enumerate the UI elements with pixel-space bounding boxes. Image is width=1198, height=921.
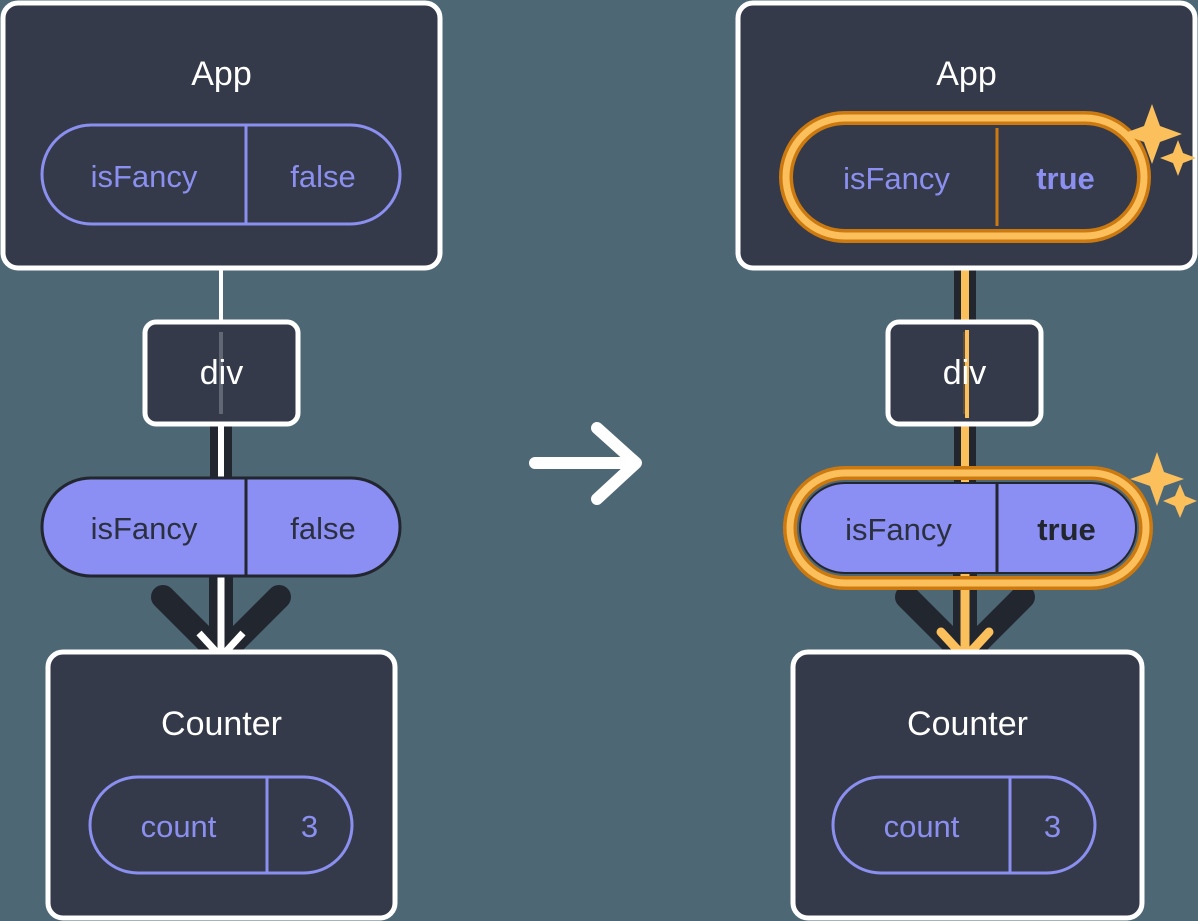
app-pill-before xyxy=(40,123,402,226)
app-box-before xyxy=(0,0,443,271)
arrow-prop-to-counter-orange-after xyxy=(936,555,994,664)
app-pill-highlight-inner-after xyxy=(782,114,1148,240)
prop-pill-highlight-inner-after xyxy=(786,469,1150,587)
counter-pill-before xyxy=(88,775,354,875)
counter-box-before xyxy=(45,649,398,921)
sparkle-icon-app-after xyxy=(1122,104,1196,176)
prop-pill-after xyxy=(799,482,1137,574)
sparkle-icon-prop-after xyxy=(1130,452,1197,518)
counter-pill-after xyxy=(831,775,1097,875)
prop-pill-before xyxy=(40,476,402,578)
right-arrow-icon xyxy=(529,422,642,505)
app-pill-after xyxy=(796,128,1134,226)
counter-box-after xyxy=(790,649,1145,921)
